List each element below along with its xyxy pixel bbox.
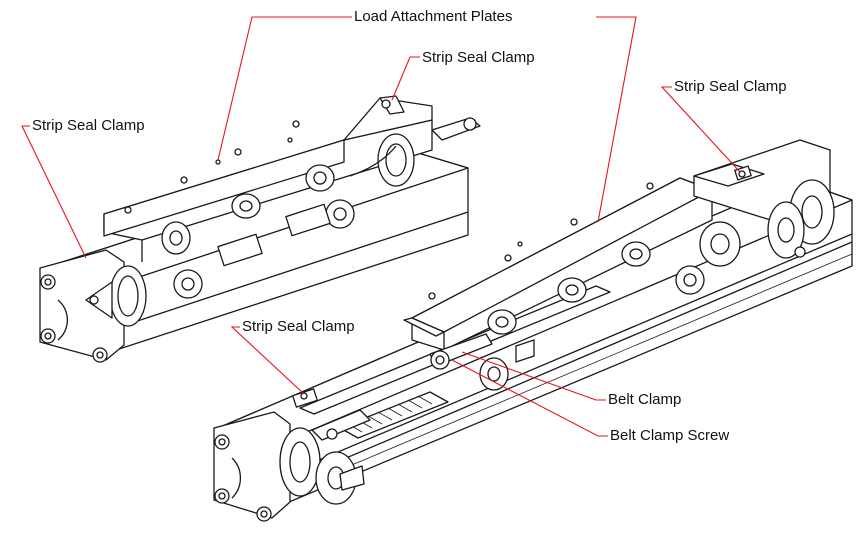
label-strip-seal-clamp-top: Strip Seal Clamp [422, 49, 535, 66]
leader-belt-clamp-screw [451, 359, 608, 437]
leader-belt-clamp [461, 351, 606, 401]
belt-teeth [339, 391, 449, 439]
leader-lines [21, 16, 741, 437]
label-load-attachment-plates: Load Attachment Plates [354, 8, 513, 25]
label-belt-clamp-screw: Belt Clamp Screw [610, 427, 730, 444]
label-belt-clamp: Belt Clamp [608, 391, 682, 408]
leader-seal-top [391, 56, 420, 101]
left-actuator [39, 95, 481, 363]
leader-seal-bottom [230, 326, 305, 395]
label-strip-seal-clamp-bottom: Strip Seal Clamp [242, 318, 355, 335]
leader-seal-left [21, 125, 87, 259]
left-load-plate [103, 139, 345, 237]
leader-load-plates-right [596, 16, 637, 223]
label-strip-seal-clamp-right: Strip Seal Clamp [674, 78, 787, 95]
leader-load-plates-left [217, 16, 352, 161]
right-actuator [213, 139, 853, 522]
leader-seal-right [660, 86, 741, 173]
label-strip-seal-clamp-left: Strip Seal Clamp [32, 117, 145, 134]
